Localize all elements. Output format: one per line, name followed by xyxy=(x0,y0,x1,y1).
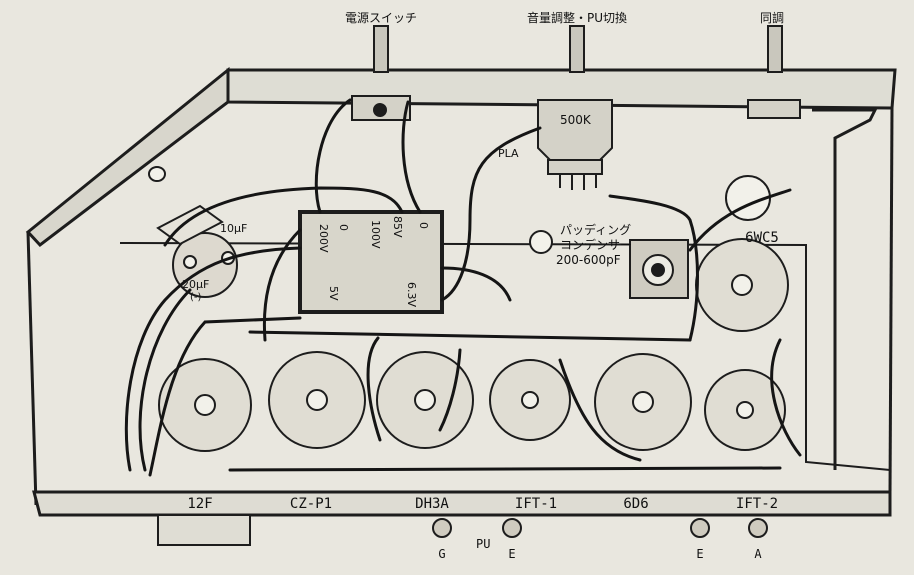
tube-labels: 12F CZ-P1 DH3A IFT-1 6D6 IFT-2 6WC5 xyxy=(187,230,779,512)
transformer-tap-200: 200V xyxy=(317,224,330,253)
rear-hardware xyxy=(148,95,801,190)
transformer-tap-63: 6.3V xyxy=(405,282,418,307)
volume-pot-body xyxy=(537,99,613,163)
power-transformer: 0 100V 85V 0 200V 5V 6.3V xyxy=(298,210,444,314)
top-labels: 電源スイッチ 音量調整・PU切換 同調 xyxy=(345,10,784,25)
padding-label-line1: パッディング xyxy=(560,222,631,237)
terminal-e2-label: E xyxy=(696,547,703,561)
control-shafts xyxy=(373,25,783,73)
terminal-e1-label: E xyxy=(508,547,515,561)
padding-capacitor[interactable] xyxy=(629,239,689,299)
transformer-tap-5: 5V xyxy=(327,286,340,301)
terminal-a-label: A xyxy=(754,547,762,561)
padding-label-line2: コンデンサー xyxy=(560,237,632,252)
tube-sockets xyxy=(158,238,789,452)
tube-label-6wc5: 6WC5 xyxy=(745,230,779,246)
transformer-tap-85: 85V xyxy=(391,216,404,238)
chassis-hole xyxy=(148,166,166,182)
front-terminals xyxy=(157,514,768,546)
pot-value-label: 500K xyxy=(560,113,592,127)
terminal-e1[interactable] xyxy=(502,518,522,538)
transformer-tap-0a: 0 xyxy=(337,224,350,231)
transformer-tap-100: 100V xyxy=(369,220,382,249)
tuning-bracket xyxy=(747,99,801,119)
volume-shaft[interactable] xyxy=(569,25,585,73)
terminal-g[interactable] xyxy=(432,518,452,538)
transformer-tap-0b: 0 xyxy=(417,222,430,229)
tube-label-ift2: IFT-2 xyxy=(736,496,778,512)
volume-pu-label: 音量調整・PU切換 xyxy=(527,10,627,25)
cap-10uf-label: 10μF xyxy=(220,222,247,235)
cap-20uf-label: 20μF xyxy=(182,278,209,291)
wiring xyxy=(124,98,802,477)
tube-label-cz-p1: CZ-P1 xyxy=(290,496,332,512)
cap-polarity-label: (-) xyxy=(190,292,202,303)
pla-label: PLA xyxy=(498,147,519,160)
tube-label-dh3a: DH3A xyxy=(415,496,449,512)
terminal-a[interactable] xyxy=(748,518,768,538)
tuning-shaft[interactable] xyxy=(767,25,783,73)
pu-label: PU xyxy=(476,537,490,551)
tuning-label: 同調 xyxy=(760,11,784,25)
padding-value-label: 200-600pF xyxy=(556,253,621,267)
terminal-g-label: G xyxy=(438,547,445,561)
tube-label-ift1: IFT-1 xyxy=(515,496,557,512)
tube-label-6d6: 6D6 xyxy=(623,496,648,512)
power-switch-label: 電源スイッチ xyxy=(345,11,417,25)
terminal-e2[interactable] xyxy=(690,518,710,538)
tube-label-12f: 12F xyxy=(187,496,212,512)
power-switch-shaft[interactable] xyxy=(373,25,389,73)
